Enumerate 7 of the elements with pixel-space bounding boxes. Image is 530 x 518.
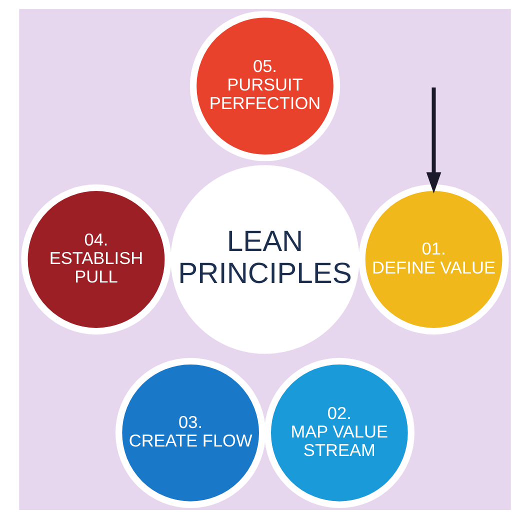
arrow xyxy=(426,87,442,194)
node-circle: 02. MAP VALUE STREAM xyxy=(264,357,414,508)
node-circle: 05. PURSUIT PERFECTION xyxy=(190,10,340,161)
node-circle: 03. CREATE FLOW xyxy=(116,357,266,508)
node-circle: LEAN PRINCIPLES xyxy=(170,164,360,354)
node-circle: 04. ESTABLISH PULL xyxy=(21,184,172,334)
node-circle: 01. DEFINE VALUE xyxy=(358,184,509,334)
